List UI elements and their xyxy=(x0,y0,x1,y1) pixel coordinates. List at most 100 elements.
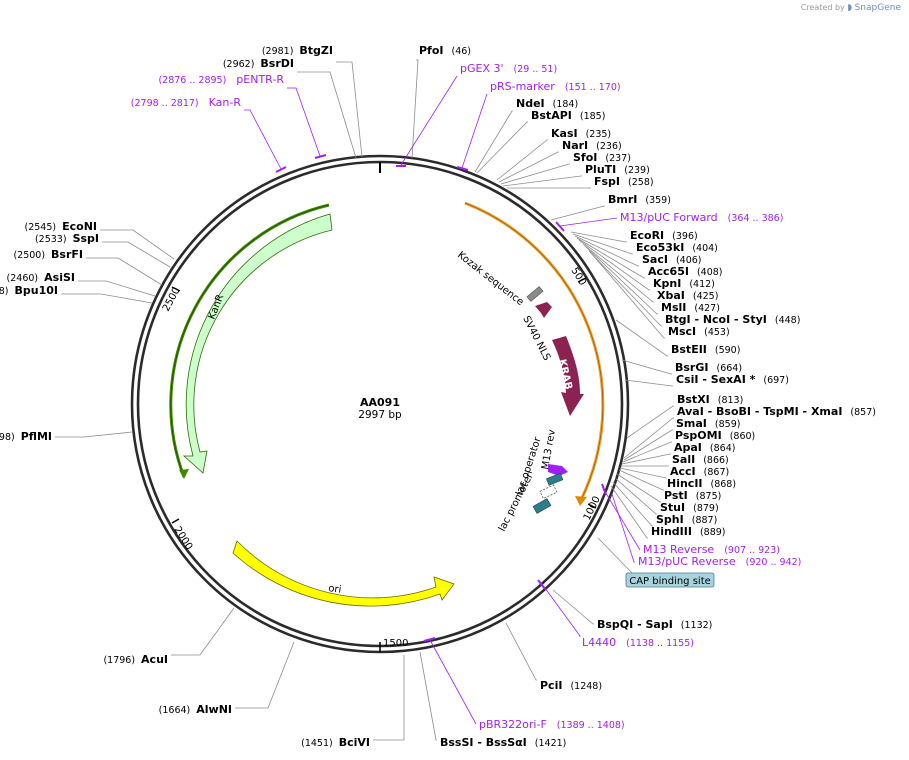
ori-feature[interactable] xyxy=(232,540,455,607)
cut-site-pluti[interactable]: PluTI(239) xyxy=(502,163,650,187)
cut-site-acci[interactable]: AccI(867) xyxy=(619,465,729,479)
cap-binding-label: CAP binding site xyxy=(629,576,711,587)
cut-site-pflmi[interactable]: (2198)PflMI xyxy=(0,430,133,443)
cut-site-csii-sexai[interactable]: CsiI - SexAI *(697) xyxy=(624,373,789,387)
cut-site-name: BssSI - BssSαI xyxy=(440,736,527,749)
lac-operator-feature[interactable] xyxy=(545,472,564,486)
cut-site-name: FspI xyxy=(594,175,620,188)
m13rev-feature[interactable] xyxy=(548,464,568,476)
cut-site-bsrfi[interactable]: (2500)BsrFI xyxy=(13,248,163,286)
cut-site-fspi[interactable]: FspI(258) xyxy=(507,175,654,189)
cut-site-bsteii[interactable]: BstEII(590) xyxy=(615,319,740,357)
cut-site-ndei[interactable]: NdeI(184) xyxy=(474,97,578,173)
cut-site-leader xyxy=(619,467,667,479)
primer-m13-reverse[interactable]: M13 Reverse(907 .. 923) xyxy=(603,489,780,556)
cut-site-sphi[interactable]: SphI(887) xyxy=(612,481,717,527)
cut-site-saci[interactable]: SacI(406) xyxy=(574,235,702,267)
cut-site-msli[interactable]: MslI(427) xyxy=(584,245,720,315)
cut-site-hindiii[interactable]: HindIII(889) xyxy=(610,485,726,539)
cut-site-leader xyxy=(582,243,654,303)
cut-site-nari[interactable]: NarI(236) xyxy=(498,139,622,183)
primer-name: pBR322ori-F xyxy=(479,718,547,731)
cut-site-kpni[interactable]: KpnI(412) xyxy=(578,239,715,291)
cut-site-avai-bsobi-tspmi-xmai[interactable]: AvaI - BsoBI - TspMI - XmaI(857) xyxy=(623,405,876,459)
primer-kan-r[interactable]: (2798 .. 2817)Kan-R xyxy=(131,96,282,170)
primer-pbr322ori-f[interactable]: pBR322ori-F(1389 .. 1408) xyxy=(429,639,625,731)
cut-site-bspqi-sapi[interactable]: BspQI - SapI(1132) xyxy=(552,589,712,631)
svg-text:(2500)BsrFI: (2500)BsrFI xyxy=(13,248,83,261)
cut-site-alwni[interactable]: (1664)AlwNI xyxy=(159,641,295,716)
cut-site-msci[interactable]: MscI(453) xyxy=(590,252,730,339)
svg-text:MscI(453): MscI(453) xyxy=(668,325,730,338)
cut-site-position: (185) xyxy=(580,111,606,122)
cut-site-pspomi[interactable]: PspOMI(860) xyxy=(622,429,755,463)
cut-site-econi[interactable]: (2545)EcoNI xyxy=(25,220,175,260)
cut-site-bpu10i[interactable]: (2438)Bpu10I xyxy=(0,284,153,304)
cut-site-btgi-ncoi-styi[interactable]: BtgI - NcoI - StyI(448) xyxy=(588,250,800,327)
cut-site-name: BspQI - SapI xyxy=(597,618,673,631)
cut-site-bsssi-bsss-i[interactable]: BssSI - BssSαI(1421) xyxy=(419,651,566,749)
svg-text:NarI(236): NarI(236) xyxy=(562,139,622,152)
svg-text:(1796)AcuI: (1796)AcuI xyxy=(103,653,168,666)
cut-site-sfoi[interactable]: SfoI(237) xyxy=(500,151,631,185)
cut-site-ecori[interactable]: EcoRI(396) xyxy=(570,229,698,243)
cap-binding-box[interactable] xyxy=(625,572,715,588)
krab-feature[interactable] xyxy=(552,336,584,416)
cut-site-acui[interactable]: (1796)AcuI xyxy=(103,607,235,666)
primer-name: Kan-R xyxy=(209,96,242,109)
primer-pgex-3[interactable]: pGEX 3'(29 .. 51) xyxy=(400,62,557,166)
cut-site-acc65i[interactable]: Acc65I(408) xyxy=(576,237,723,279)
primer-leader xyxy=(541,583,581,637)
cut-site-name: HindIII xyxy=(651,525,692,538)
cut-site-bsrdi[interactable]: (2962) BsrDI xyxy=(223,57,357,159)
cut-site-psti[interactable]: PstI(875) xyxy=(616,473,721,503)
cut-site-xbai[interactable]: XbaI(425) xyxy=(582,243,718,303)
cut-site-leader xyxy=(505,622,537,681)
primer-m13-puc-forward[interactable]: M13/pUC Forward(364 .. 386) xyxy=(559,211,783,227)
cut-site-name: SalI xyxy=(672,453,695,466)
cut-site-leader xyxy=(578,239,650,291)
cut-site-asisi[interactable]: (2460)AsiSI xyxy=(7,271,156,297)
cut-site-bstxi[interactable]: BstXI(813) xyxy=(626,393,743,439)
primer-m13-puc-reverse[interactable]: M13/pUC Reverse(920 .. 942) xyxy=(611,493,801,568)
cut-site-apai[interactable]: ApaI(864) xyxy=(621,441,735,465)
cut-site-leader xyxy=(623,417,674,459)
cut-site-name: EcoRI xyxy=(630,229,664,242)
cut-site-bmri[interactable]: BmrI(359) xyxy=(550,193,671,221)
cut-site-bcivi[interactable]: (1451)BciVI xyxy=(301,655,405,749)
primer-l4440[interactable]: L4440(1138 .. 1155) xyxy=(541,583,694,649)
cut-site-pfoi[interactable]: PfoI(46) xyxy=(411,44,471,159)
cut-site-bsrgi[interactable]: BsrGI(664) xyxy=(621,359,742,375)
cut-site-btgzi[interactable]: (2981)BtgZI xyxy=(262,44,363,158)
cut-site-name: SmaI xyxy=(676,417,707,430)
svg-text:BssSI - BssSαI(1421): BssSI - BssSαI(1421) xyxy=(440,736,566,749)
cut-site-sali[interactable]: SalI(866) xyxy=(621,453,729,467)
cut-site-bstapi[interactable]: BstAPI(185) xyxy=(476,109,606,174)
kozak-feature[interactable] xyxy=(526,286,544,302)
sv40-nls-feature[interactable] xyxy=(535,302,552,318)
lac-promoter-feature[interactable] xyxy=(532,498,552,514)
cut-site-position: (408) xyxy=(697,267,723,278)
cut-site-smai[interactable]: SmaI(859) xyxy=(623,417,740,461)
cut-site-name: BsrDI xyxy=(260,57,294,70)
cut-site-kasi[interactable]: KasI(235) xyxy=(496,127,611,181)
snapgene-logo-icon: ◗ xyxy=(847,3,853,13)
cut-site-sspi[interactable]: (2533)SspI xyxy=(35,232,171,268)
cut-site-pcii[interactable]: PciI(1248) xyxy=(505,622,602,692)
lac-promoter-dashed-feature[interactable] xyxy=(539,484,558,500)
cut-site-leader xyxy=(86,257,163,286)
cut-site-position: (2962) xyxy=(223,59,255,70)
cut-site-position: (427) xyxy=(694,303,720,314)
primer-pentr-r[interactable]: (2876 .. 2895)pENTR-R xyxy=(158,73,321,157)
kanr-feature[interactable] xyxy=(182,213,333,474)
primer-position: (2876 .. 2895) xyxy=(158,75,226,86)
kozak-label: Kozak sequence xyxy=(455,250,525,308)
cut-site-name: StuI xyxy=(660,501,685,514)
svg-text:XbaI(425): XbaI(425) xyxy=(657,289,718,302)
svg-text:BstEII(590): BstEII(590) xyxy=(671,343,740,356)
cut-site-hincii[interactable]: HincII(868) xyxy=(618,469,736,491)
primer-prs-marker[interactable]: pRS-marker(151 .. 170) xyxy=(461,80,621,169)
cut-site-stui[interactable]: StuI(879) xyxy=(614,477,719,515)
cut-site-eco53ki[interactable]: Eco53kI(404) xyxy=(572,233,718,255)
svg-text:(1664)AlwNI: (1664)AlwNI xyxy=(159,703,232,716)
